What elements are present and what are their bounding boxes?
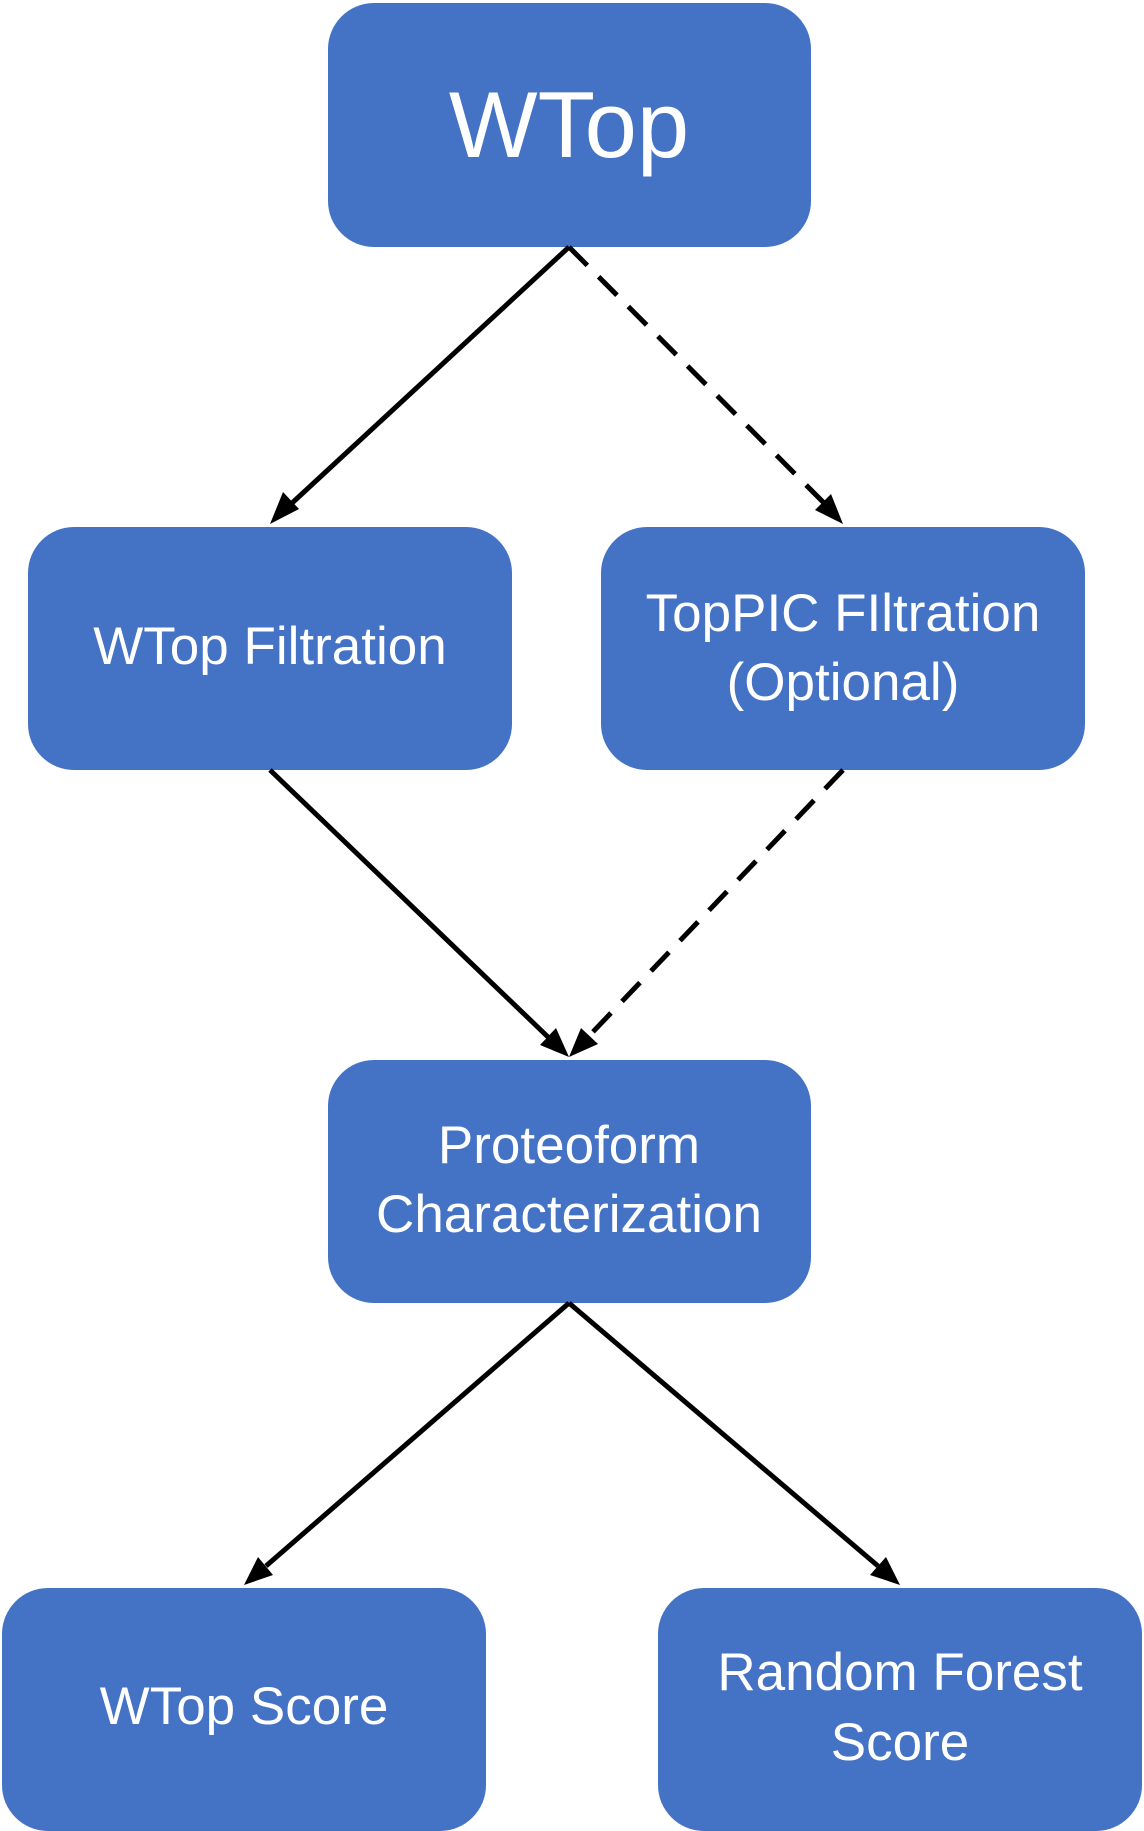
edge-wtop-to-wtop-filtration bbox=[270, 245, 571, 524]
arrowhead bbox=[870, 1557, 900, 1585]
edge-wtop-filtration-to-proteoform bbox=[268, 768, 569, 1057]
edge-line bbox=[264, 1301, 571, 1568]
node-toppic-filtration-line-2: (Optional) bbox=[727, 653, 960, 712]
edge-proteoform-to-wtop-score bbox=[244, 1301, 571, 1585]
node-wtop-score-line-1: WTop Score bbox=[100, 1677, 389, 1736]
edge-line bbox=[567, 1301, 880, 1568]
node-wtop-filtration-line-1: WTop Filtration bbox=[93, 617, 446, 676]
node-random-forest-line-2: Score bbox=[831, 1713, 969, 1772]
edge-line bbox=[587, 768, 845, 1038]
node-random-forest-line-1: Random Forest bbox=[717, 1643, 1083, 1702]
edge-toppic-filtration-to-proteoform bbox=[569, 768, 845, 1057]
node-wtop: WTop bbox=[328, 3, 811, 247]
node-wtop-line-1: WTop bbox=[449, 72, 689, 177]
arrowhead bbox=[815, 494, 843, 524]
edge-line bbox=[268, 768, 550, 1039]
edge-line bbox=[289, 245, 571, 506]
node-wtop-filtration: WTop Filtration bbox=[28, 527, 512, 770]
node-toppic-filtration-line-1: TopPIC FIltration bbox=[646, 584, 1041, 643]
node-proteoform-line-1: Proteoform bbox=[438, 1116, 700, 1175]
edge-proteoform-to-random-forest bbox=[567, 1301, 900, 1585]
node-proteoform-line-2: Characterization bbox=[376, 1185, 762, 1244]
node-proteoform-characterization: Proteoform Characterization bbox=[328, 1060, 811, 1303]
arrowhead bbox=[569, 1028, 598, 1057]
edge-line bbox=[567, 245, 826, 505]
node-wtop-score: WTop Score bbox=[2, 1588, 486, 1831]
arrowhead bbox=[244, 1557, 273, 1585]
arrowhead bbox=[540, 1028, 569, 1057]
node-random-forest-score: Random Forest Score bbox=[658, 1588, 1142, 1831]
edge-wtop-to-toppic-filtration bbox=[567, 245, 843, 524]
arrowhead bbox=[270, 492, 299, 524]
node-toppic-filtration: TopPIC FIltration (Optional) bbox=[601, 527, 1085, 770]
